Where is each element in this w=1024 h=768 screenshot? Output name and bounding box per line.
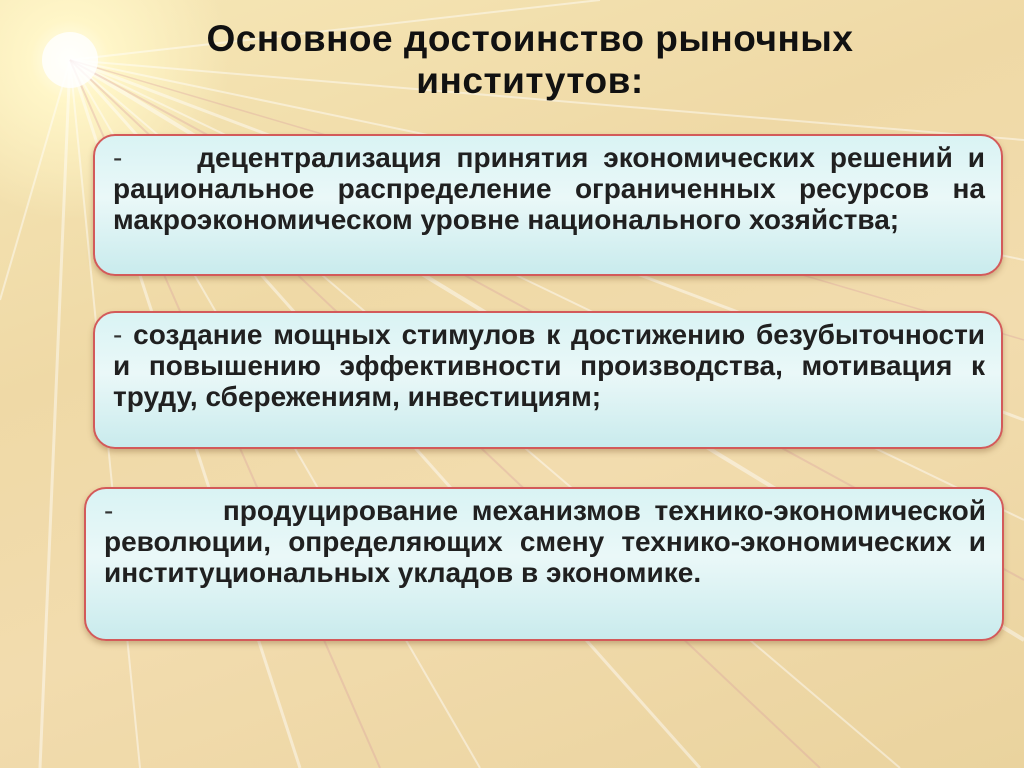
advantage-box-decentralization: - децентрализация принятия экономических…: [93, 134, 1003, 276]
advantage-box-incentives: - создание мощных стимулов к достижению …: [93, 311, 1003, 449]
advantage-text-body: продуцирование механизмов технико-эконом…: [104, 495, 986, 588]
slide-title-line1: Основное достоинство рыночных: [206, 18, 854, 59]
slide-title-line2: институтов:: [416, 60, 644, 101]
slide-title: Основное достоинство рыночных институтов…: [100, 18, 960, 102]
bullet-dash: -: [104, 495, 114, 526]
bullet-dash: -: [113, 319, 123, 350]
advantage-text: - децентрализация принятия экономических…: [113, 142, 985, 235]
advantage-text-body: децентрализация принятия экономических р…: [113, 142, 985, 235]
advantage-text-body: создание мощных стимулов к достижению бе…: [113, 319, 985, 412]
advantage-text: - создание мощных стимулов к достижению …: [113, 319, 985, 412]
bullet-dash: -: [113, 142, 123, 173]
advantage-box-revolution: - продуцирование механизмов технико-экон…: [84, 487, 1004, 641]
advantage-text: - продуцирование механизмов технико-экон…: [104, 495, 986, 588]
